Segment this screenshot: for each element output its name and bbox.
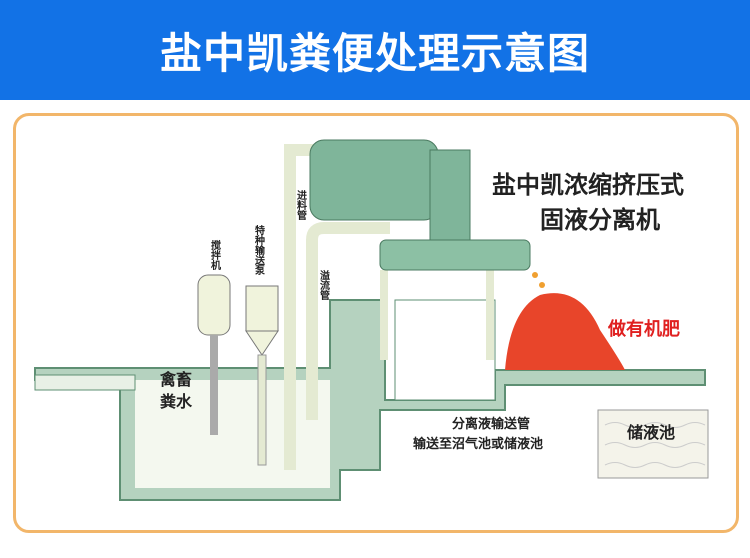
fertilizer-pile: [505, 293, 625, 370]
separator-hopper: [429, 149, 471, 241]
mixer-shaft: [210, 335, 218, 435]
separator-drum: [309, 139, 439, 221]
manure-label-2: 粪水: [160, 392, 193, 411]
inflow-channel: [34, 374, 136, 391]
liquid-pipe-label-1: 分离液输送管: [452, 416, 530, 432]
water-waves: [604, 422, 706, 468]
separator-tray: [394, 299, 496, 401]
page-title: 盐中凯粪便处理示意图: [159, 28, 590, 78]
falling-solids: [532, 272, 538, 278]
feed-pipe: [284, 144, 320, 470]
overflow-pipe-label: 溢流管: [318, 269, 330, 301]
pump-pipe: [257, 354, 267, 466]
liquid-pipe-label-2: 输送至沼气池或储液池: [413, 436, 543, 452]
manure-label-1: 禽畜: [159, 370, 192, 389]
falling-solids: [539, 282, 545, 288]
pump-label: 特种输送泵: [253, 224, 266, 276]
mixer-motor: [197, 274, 231, 336]
feed-pipe-label: 进料管: [295, 189, 307, 221]
pump-cone: [245, 330, 279, 356]
fertilizer-label: 做有机肥: [607, 318, 680, 340]
machine-label-1: 盐中凯浓缩挤压式: [492, 170, 684, 199]
pit-water: [135, 380, 330, 488]
liquid-pipe: [380, 270, 494, 360]
storage-tank: [597, 409, 709, 479]
storage-tank-label: 储液池: [626, 423, 675, 442]
mixer-label: 搅拌机: [209, 239, 222, 271]
separator-screw: [379, 239, 531, 271]
machine-label-2: 固液分离机: [540, 205, 660, 234]
overflow-pipe: [306, 222, 390, 420]
header-banner: 盐中凯粪便处理示意图: [0, 0, 750, 100]
pump-body: [245, 285, 279, 332]
